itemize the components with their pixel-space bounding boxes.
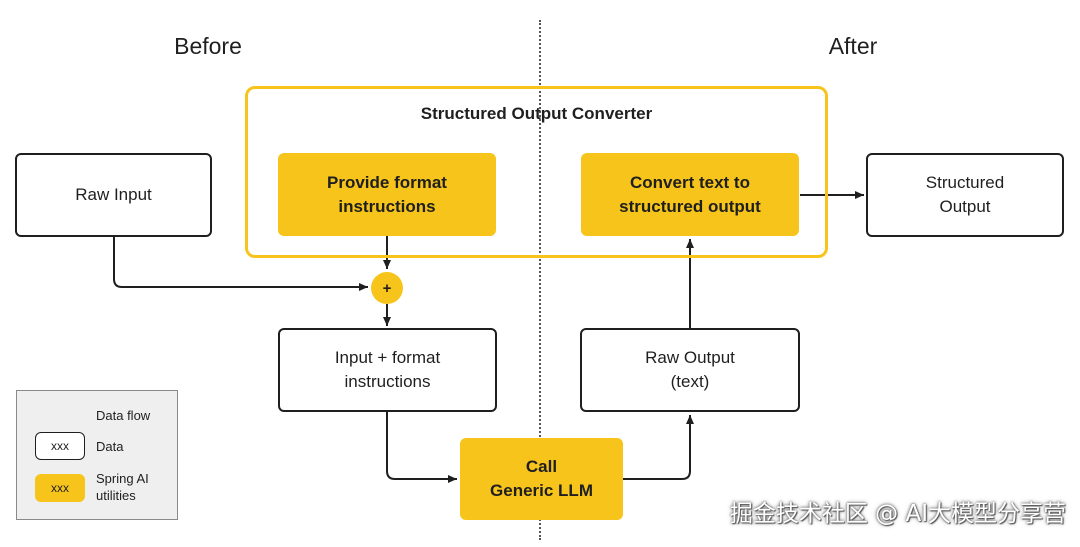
convert-text-line-2: structured output (619, 196, 761, 216)
input-format-line-1: Input + format (334, 348, 441, 367)
legend-data-label: Data (96, 439, 124, 454)
provide-format-line-1: Provide format (327, 172, 447, 192)
convert-text-node: Convert text to structured output (581, 153, 799, 236)
legend-util-swatch: xxx (35, 474, 85, 502)
raw-input-node: Raw Input (15, 153, 212, 237)
provide-format-line-2: instructions (338, 196, 436, 216)
converter-title: Structured Output Converter (420, 104, 653, 123)
legend-data-flow-label: Data flow (96, 408, 151, 423)
provide-format-instructions-node: Provide format instructions (278, 153, 496, 236)
input-format-line-2: instructions (344, 372, 431, 391)
input-format-node: Input + format instructions (278, 328, 497, 412)
flow-raw-input-to-plus (113, 237, 368, 291)
structured-output-line-1: Structured (925, 173, 1005, 192)
legend-data-swatch: xxx (35, 432, 85, 460)
structured-output-node: Structured Output (866, 153, 1064, 237)
raw-output-line-1: Raw Output (645, 348, 735, 367)
raw-output-node: Raw Output (text) (580, 328, 800, 412)
after-heading: After (828, 33, 878, 59)
legend-util-line-2: utilities (96, 488, 136, 503)
structured-output-line-2: Output (939, 197, 991, 216)
legend-util-line-1: Spring AI (96, 471, 149, 486)
combine-plus-node: + (371, 272, 403, 304)
before-heading: Before (174, 33, 242, 59)
structured-output-converter-group (245, 86, 828, 258)
flow-input-format-to-llm (386, 412, 457, 483)
before-after-divider (539, 20, 541, 540)
call-generic-llm-node: Call Generic LLM (460, 438, 623, 520)
legend-util-label: Spring AI utilities (96, 470, 149, 504)
raw-output-line-2: (text) (670, 372, 710, 391)
call-llm-line-2: Generic LLM (490, 481, 593, 500)
call-llm-line-1: Call (525, 457, 558, 476)
watermark: 掘金技术社区 @ AI大模型分享营 (729, 501, 1066, 527)
flow-llm-to-raw-output (623, 415, 694, 480)
convert-text-line-1: Convert text to (630, 172, 750, 192)
raw-input-label: Raw Input (75, 185, 152, 204)
